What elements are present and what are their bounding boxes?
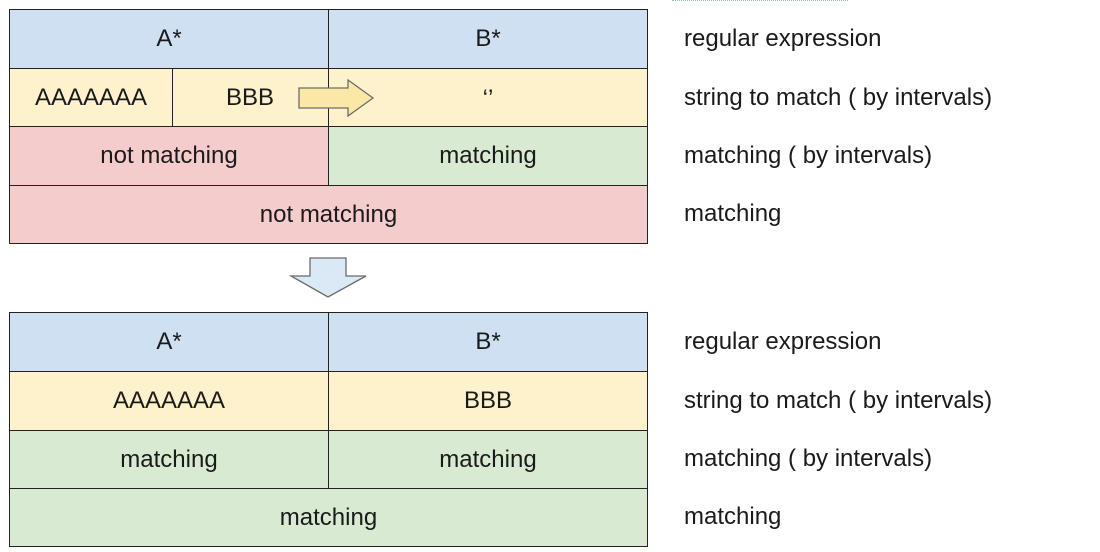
label-matching-top: matching: [684, 200, 782, 227]
label-string-to-match-bottom: string to match ( by intervals): [684, 387, 993, 414]
bottom-string-b-cell: BBB: [328, 371, 648, 431]
label-regular-expression-bottom: regular expression: [684, 328, 882, 355]
top-match-b-cell: matching: [328, 126, 648, 186]
label-regular-expression-top: regular expression: [684, 25, 882, 52]
bottom-match-overall-cell: matching: [9, 488, 648, 547]
label-string-to-match-top: string to match ( by intervals): [684, 84, 993, 111]
top-regex-b-cell: B*: [328, 9, 648, 69]
right-arrow-icon: [298, 78, 375, 118]
label-matching-by-intervals-bottom: matching ( by intervals): [684, 445, 933, 472]
bottom-string-a-cell: AAAAAAA: [9, 371, 329, 431]
bottom-match-b-cell: matching: [328, 430, 648, 489]
top-string-empty-cell: ‘’: [328, 68, 648, 127]
top-match-overall-cell: not matching: [9, 185, 648, 244]
bottom-match-a-cell: matching: [9, 430, 329, 489]
top-match-a-cell: not matching: [9, 126, 329, 186]
bottom-regex-a-cell: A*: [9, 312, 329, 372]
top-regex-a-cell: A*: [9, 9, 329, 69]
down-arrow-icon: [288, 257, 367, 298]
bottom-regex-b-cell: B*: [328, 312, 648, 372]
label-matching-bottom: matching: [684, 503, 782, 530]
top-string-a-cell: AAAAAAA: [9, 68, 173, 127]
decorative-top-line: [672, 0, 848, 1]
label-matching-by-intervals-top: matching ( by intervals): [684, 142, 933, 169]
